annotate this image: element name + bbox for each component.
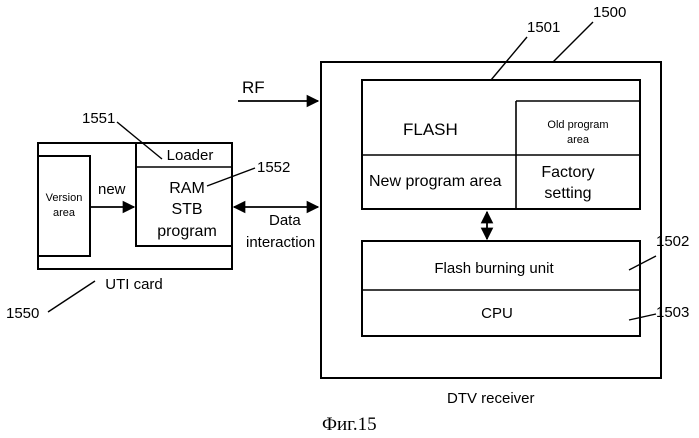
new-program-area-label: New program area — [369, 173, 502, 190]
new-label: new — [98, 181, 126, 198]
loader-ref-leader — [117, 122, 162, 159]
flash-burning-unit-ref-leader — [629, 256, 656, 270]
cpu-label: CPU — [481, 305, 513, 322]
version-area-line1: Version — [46, 192, 83, 204]
ram-stb-line2: STB — [171, 201, 202, 218]
flash-label: FLASH — [403, 120, 458, 139]
ram-stb-line1: RAM — [169, 180, 205, 197]
version-area-line2: area — [53, 207, 76, 219]
factory-setting-line2: setting — [544, 185, 591, 202]
cpu-ref-leader — [629, 314, 656, 320]
old-program-area-line1: Old program — [547, 119, 608, 131]
dtv-receiver-frame — [321, 62, 661, 378]
flash-ref-leader — [491, 37, 527, 80]
version-area-block — [38, 156, 90, 256]
uti-card-label: UTI card — [105, 276, 163, 293]
data-interaction-line2: interaction — [246, 234, 315, 251]
flash-burning-unit-label: Flash burning unit — [434, 260, 554, 277]
uti-card-ref: 1550 — [6, 305, 39, 322]
ram-stb-ref: 1552 — [257, 159, 290, 176]
data-interaction-line1: Data — [269, 212, 301, 229]
flash-burning-unit-ref: 1502 — [656, 233, 689, 250]
factory-setting-line1: Factory — [541, 164, 594, 181]
figure-caption: Фиг.15 — [322, 414, 377, 435]
loader-label: Loader — [167, 147, 214, 164]
loader-ref: 1551 — [82, 110, 115, 127]
cpu-ref: 1503 — [656, 304, 689, 321]
rf-label: RF — [242, 78, 265, 97]
uti-card-ref-leader — [48, 281, 95, 312]
dtv-receiver-label: DTV receiver — [447, 390, 535, 407]
ram-stb-line3: program — [157, 223, 217, 240]
flash-ref: 1501 — [527, 19, 560, 36]
old-program-area-line2: area — [567, 134, 590, 146]
dtv-receiver-ref: 1500 — [593, 4, 626, 21]
